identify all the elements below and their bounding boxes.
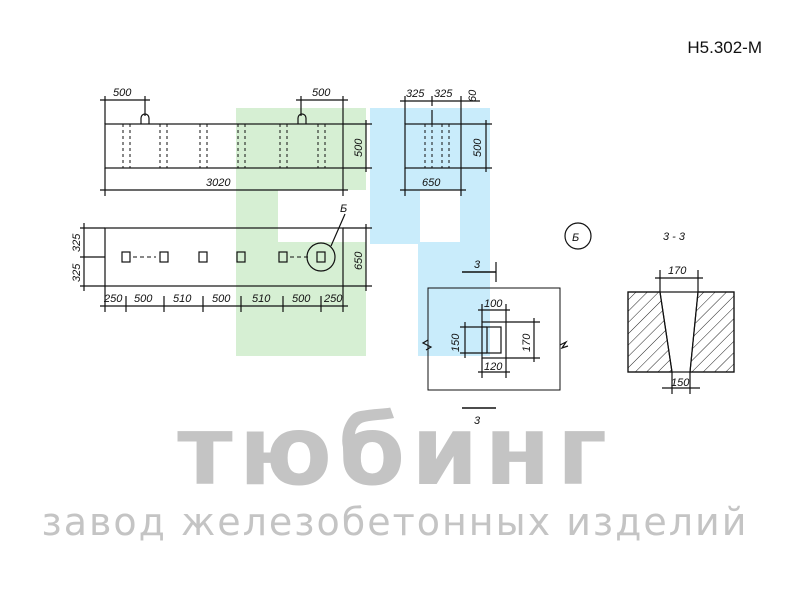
dim-end-top-b: 325 [434, 88, 453, 100]
dim-plan-bottom-1: 250 [103, 293, 123, 305]
detail-b-marker: Б [572, 232, 579, 244]
section-mark-bottom: 3 [474, 415, 481, 427]
logo-watermark [236, 108, 490, 356]
dim-front-top-right: 500 [312, 87, 331, 99]
dim-end-width: 650 [422, 177, 441, 189]
dim-end-height: 500 [472, 138, 484, 157]
dim-plan-left-a: 325 [71, 233, 83, 252]
end-view [400, 96, 492, 196]
watermark-subtitle: завод железобетонных изделий [41, 500, 749, 544]
dim-plan-bottom-5: 510 [252, 293, 271, 305]
dim-front-length: 3020 [206, 177, 231, 189]
watermark-title: тюбинг [177, 395, 613, 507]
dim-detail-left: 150 [450, 333, 462, 352]
section-title: 3 - 3 [663, 231, 686, 243]
dim-section-bottom: 150 [671, 377, 690, 389]
dim-plan-bottom-4: 500 [212, 293, 231, 305]
dim-front-top-left: 500 [113, 87, 132, 99]
section-3-3 [627, 270, 735, 394]
dim-plan-bottom-3: 510 [173, 293, 192, 305]
dim-front-height: 500 [353, 138, 365, 157]
dim-plan-height: 650 [353, 251, 365, 270]
detail-b [421, 222, 592, 409]
plan-callout-label: Б [340, 203, 347, 215]
dim-section-top: 170 [668, 265, 687, 277]
dim-plan-bottom-6: 500 [292, 293, 311, 305]
dim-plan-bottom-2: 500 [134, 293, 153, 305]
dim-end-top-c: 60 [467, 89, 479, 102]
front-view [100, 96, 372, 196]
dim-end-top-a: 325 [406, 88, 425, 100]
section-mark-top: 3 [474, 259, 481, 271]
dim-plan-bottom-7: 250 [323, 293, 343, 305]
dim-detail-bottom: 120 [484, 361, 503, 373]
drawing-code: Н5.302-М [687, 38, 762, 57]
plan-view [80, 213, 372, 312]
dim-plan-left-b: 325 [71, 263, 83, 282]
dim-detail-right: 170 [521, 333, 533, 352]
dim-detail-top: 100 [484, 298, 503, 310]
